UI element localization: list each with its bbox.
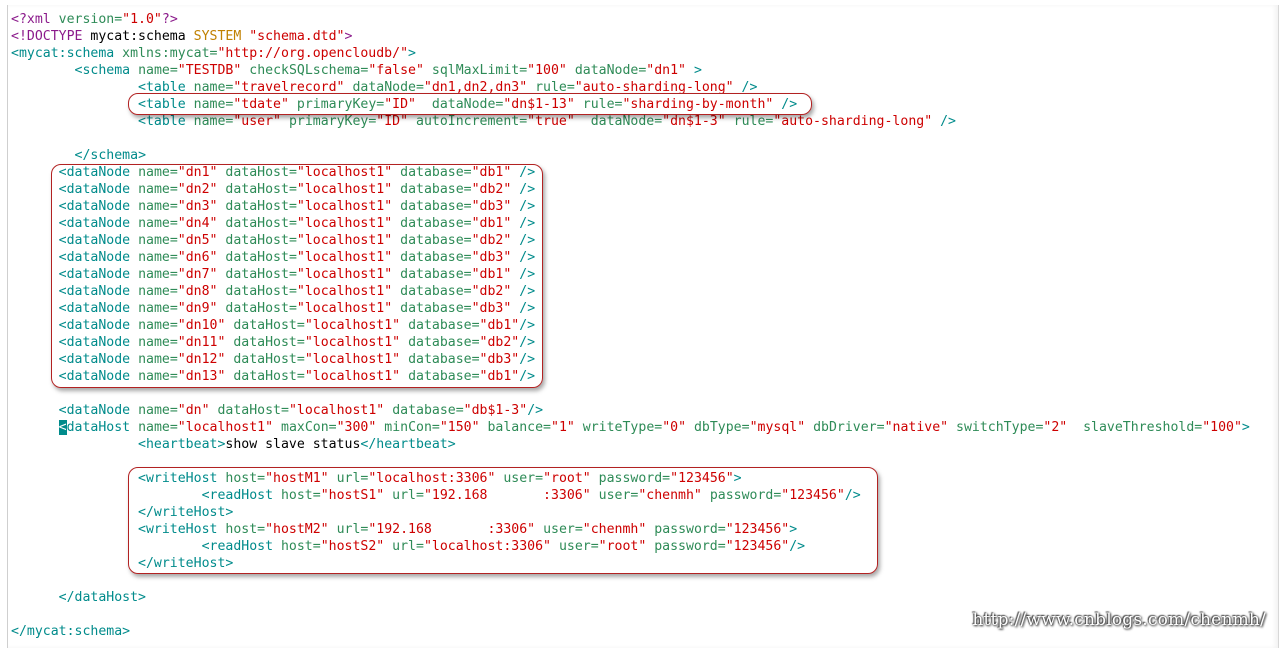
code-line[interactable]: <dataHost name="localhost1" maxCon="300"… bbox=[58, 420, 1250, 435]
code-line[interactable]: <writeHost host="hostM1" url="localhost:… bbox=[138, 471, 742, 486]
code-line[interactable]: <dataNode name="dn9" dataHost="localhost… bbox=[58, 301, 536, 316]
code-line[interactable]: <dataNode name="dn5" dataHost="localhost… bbox=[58, 233, 536, 248]
code-line[interactable]: </schema> bbox=[74, 148, 147, 163]
code-line[interactable]: <table name="tdate" primaryKey="ID" data… bbox=[138, 97, 798, 112]
code-line[interactable]: <?xml version="1.0"?> bbox=[11, 12, 178, 27]
code-line[interactable]: <readHost host="hostS1" url="192.168 :33… bbox=[201, 488, 861, 503]
code-line[interactable]: </writeHost> bbox=[138, 556, 234, 571]
code-line[interactable]: <table name="travelrecord" dataNode="dn1… bbox=[138, 80, 758, 95]
code-line[interactable]: <dataNode name="dn" dataHost="localhost1… bbox=[58, 403, 544, 418]
code-line[interactable]: <readHost host="hostS2" url="localhost:3… bbox=[201, 539, 806, 554]
code-line[interactable]: <dataNode name="dn11" dataHost="localhos… bbox=[58, 335, 536, 350]
code-line[interactable]: </dataHost> bbox=[58, 590, 146, 605]
code-line[interactable]: <dataNode name="dn13" dataHost="localhos… bbox=[58, 369, 536, 384]
code-line[interactable]: <table name="user" primaryKey="ID" autoI… bbox=[138, 114, 956, 129]
text-cursor: < bbox=[58, 420, 67, 435]
code-line[interactable]: </mycat:schema> bbox=[11, 624, 131, 639]
code-line[interactable]: <dataNode name="dn4" dataHost="localhost… bbox=[58, 216, 536, 231]
code-line[interactable]: <dataNode name="dn8" dataHost="localhost… bbox=[58, 284, 536, 299]
code-line[interactable]: <heartbeat>show slave status</heartbeat> bbox=[138, 437, 456, 452]
watermark: http://www.cnblogs.com/chenmh/ bbox=[972, 610, 1266, 630]
code-line[interactable]: <dataNode name="dn7" dataHost="localhost… bbox=[58, 267, 536, 282]
code-line[interactable]: <!DOCTYPE mycat:schema SYSTEM "schema.dt… bbox=[11, 29, 353, 44]
code-line[interactable]: <dataNode name="dn10" dataHost="localhos… bbox=[58, 318, 536, 333]
code-line[interactable]: <mycat:schema xmlns:mycat="http://org.op… bbox=[11, 46, 416, 61]
code-line[interactable]: <writeHost host="hostM2" url="192.168 :3… bbox=[138, 522, 798, 537]
code-line[interactable]: </writeHost> bbox=[138, 505, 234, 520]
code-line[interactable]: <dataNode name="dn3" dataHost="localhost… bbox=[58, 199, 536, 214]
code-line[interactable]: <schema name="TESTDB" checkSQLschema="fa… bbox=[74, 63, 702, 78]
code-line[interactable]: <dataNode name="dn2" dataHost="localhost… bbox=[58, 182, 536, 197]
code-line[interactable]: <dataNode name="dn1" dataHost="localhost… bbox=[58, 165, 536, 180]
code-line[interactable]: <dataNode name="dn6" dataHost="localhost… bbox=[58, 250, 536, 265]
code-line[interactable]: <dataNode name="dn12" dataHost="localhos… bbox=[58, 352, 536, 367]
